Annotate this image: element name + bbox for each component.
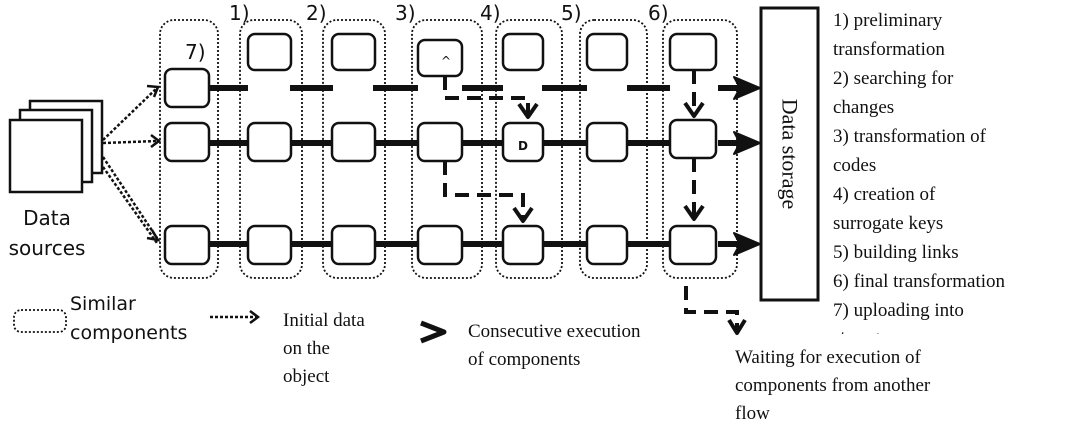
data-storage-label: Data storage bbox=[778, 99, 803, 210]
data-storage bbox=[759, 6, 820, 302]
legend-initial-line1: Initial data bbox=[283, 310, 365, 331]
initial-data-arrows bbox=[101, 87, 159, 244]
stage-number-4: 4) bbox=[480, 1, 501, 25]
sources-label-line2: sources bbox=[9, 236, 86, 260]
stage-legend-line: storage bbox=[833, 327, 888, 348]
storage-arrowheads bbox=[733, 76, 761, 256]
waiting-arrowheads bbox=[512, 101, 747, 335]
waiting-arrows bbox=[443, 70, 739, 330]
legend-waiting-line3: flow bbox=[735, 403, 770, 424]
component-mark-caret: ^ bbox=[441, 54, 451, 68]
data-sources bbox=[8, 99, 104, 194]
stage-legend-line: changes bbox=[833, 97, 894, 118]
legend-consecutive-line2: of components bbox=[468, 349, 580, 370]
sources-label-line1: Data bbox=[23, 206, 71, 230]
stage-number-1: 1) bbox=[229, 1, 250, 25]
legend-consecutive-line1: Consecutive execution bbox=[468, 321, 641, 342]
legend-waiting-line1: Waiting for execution of bbox=[735, 347, 921, 368]
stage-legend-line: 6) final transformation bbox=[833, 271, 1006, 292]
stage-legend-line: 1) preliminary bbox=[833, 10, 943, 31]
legend-consecutive-symbol bbox=[420, 320, 447, 344]
stage-legend-line: transformation bbox=[833, 39, 945, 60]
component-mark-d: D bbox=[518, 139, 528, 153]
component-groups bbox=[159, 19, 738, 279]
stage-legend-line: 4) creation of bbox=[833, 184, 936, 205]
legend-similar-symbol bbox=[13, 309, 67, 333]
stage-legend-line: 5) building links bbox=[833, 242, 959, 263]
stage-number-6: 6) bbox=[648, 1, 669, 25]
stage-legend-line: 2) searching for bbox=[833, 68, 954, 89]
stage-number-5: 5) bbox=[561, 1, 582, 25]
legend-waiting-line2: components from another bbox=[735, 375, 931, 396]
stage-legend: 1) preliminary transformation 2) searchi… bbox=[833, 10, 1006, 348]
legend-similar-line1: Similar bbox=[70, 293, 136, 315]
legend-initial-line2: on the bbox=[283, 338, 330, 359]
initial-data-arrowheads bbox=[146, 84, 162, 242]
stage-legend-line: 3) transformation of bbox=[833, 126, 987, 147]
consecutive-connectors bbox=[208, 85, 740, 247]
stage-number-7: 7) bbox=[185, 40, 206, 64]
components bbox=[163, 32, 718, 266]
stage-number-3: 3) bbox=[395, 1, 416, 25]
legend-similar-line2: components bbox=[70, 322, 187, 344]
stage-legend-line: codes bbox=[833, 155, 876, 176]
stage-legend-line: 7) uploading into bbox=[833, 300, 964, 321]
legend-initial-line3: object bbox=[283, 366, 330, 387]
stage-number-2: 2) bbox=[306, 1, 327, 25]
legend-initial-symbol bbox=[210, 310, 261, 324]
stage-legend-line: surrogate keys bbox=[833, 213, 943, 234]
